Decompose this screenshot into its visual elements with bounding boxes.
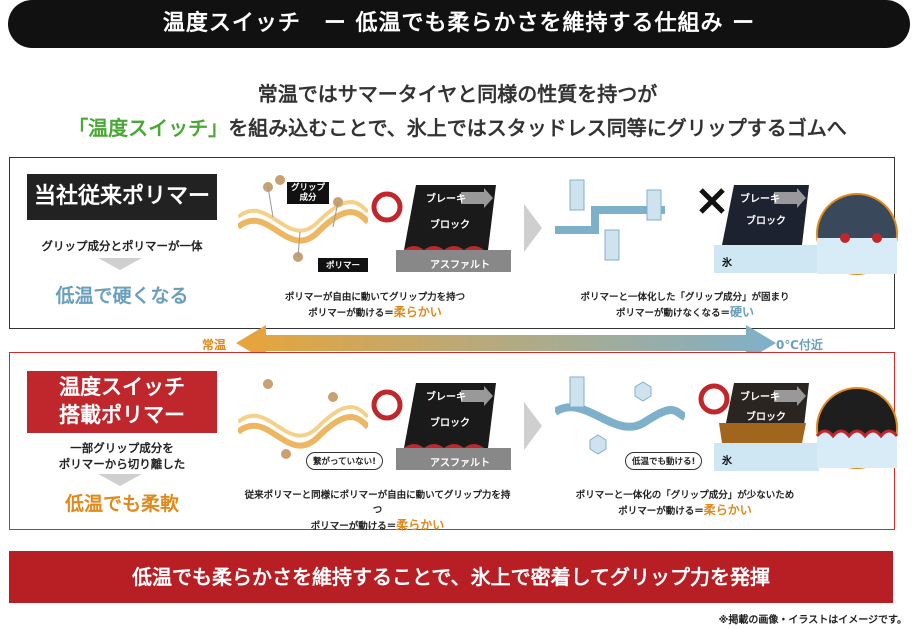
good-circle-icon [371,191,403,223]
top-right-caption-line1: ポリマーと一体化した「グリップ成分」が固まり [580,292,790,303]
conventional-desc: グリップ成分とポリマーが一体 [41,239,203,253]
ice-label-top: 氷 [722,258,732,269]
top-left-caption-em: 柔らかい [393,305,442,319]
conclusion-banner: 低温でも柔らかさを維持することで、氷上で密着してグリップ力を発揮 [9,551,893,603]
bottom-right-caption-line1: ポリマーと一体化の「グリップ成分」が少ないため [575,490,795,501]
headline-line1: 常温ではサマータイヤと同様の性質を持つが [257,82,658,106]
top-right-caption: ポリマーと一体化した「グリップ成分」が固まり ポリマーが動けなくなる＝硬い [565,290,805,321]
bottom-right-caption-em: 柔らかい [703,503,752,517]
page-title: 温度スイッチ ー 低温でも柔らかさを維持する仕組み ー [8,0,910,48]
switch-label-line1: 温度スイッチ [59,375,185,399]
chevron-right-icon [524,402,542,450]
block-label-top-left: ブロック [430,220,470,231]
polymer-grip-illustration-bottom [238,379,368,459]
switch-result: 低温でも柔軟 [64,493,179,515]
good-circle-icon [698,383,730,415]
tire-block-ice-top [714,185,819,273]
block-label-bottom-left: ブロック [430,418,470,429]
polymer-grip-illustration-top [238,175,368,262]
conventional-polymer-label: 当社従来ポリマー [27,174,217,220]
asphalt-label-bottom: アスファルト [430,458,490,469]
switch-desc-line2: ポリマーから切り離した [58,457,186,471]
zoom-ice-contact-bottom [815,387,899,469]
bad-cross-icon [699,188,725,214]
conventional-result: 低温で硬くなる [55,285,189,307]
tire-block-ice-bottom [714,383,819,471]
image-disclaimer: ※掲載の画像・イラストはイメージです。 [718,615,907,626]
down-arrow-icon [98,258,142,270]
good-circle-icon [371,389,403,421]
can-move-bubble: 低温でも動ける! [625,452,703,470]
switch-label-line2: 搭載ポリマー [59,403,185,427]
headline-line2: 「温度スイッチ」を組み込むことで、氷上ではスタッドレス同等にグリップするゴムへ [0,112,915,141]
block-label-top-right: ブロック [746,216,786,227]
block-label-bottom-right: ブロック [746,412,786,423]
brake-label-bottom-left: ブレーキ [426,392,466,403]
not-connected-bubble: 繋がっていない! [306,452,383,470]
zoom-ice-contact-top [816,193,898,275]
polymer-tag: ポリマー [318,258,368,272]
tire-block-asphalt-top [396,185,511,272]
top-left-caption: ポリマーが自由に動いてグリップ力を持つ ポリマーが動ける＝柔らかい [255,290,495,321]
headline-highlight: 「温度スイッチ」 [68,116,229,140]
brake-label-top-left: ブレーキ [426,194,466,205]
top-left-caption-line2: ポリマーが動ける＝ [308,308,394,319]
tire-block-asphalt-bottom [396,383,511,470]
arrow-label-near-zero: 0℃付近 [776,338,823,352]
temperature-switch-polymer-label: 温度スイッチ 搭載ポリマー [27,371,217,433]
bottom-left-caption: 従来ポリマーと同様にポリマーが自由に動いてグリップ力を持つ ポリマーが動ける＝柔… [240,488,515,534]
down-arrow-icon [98,474,142,486]
ice-label-bottom: 氷 [722,456,732,467]
rigid-polymer-illustration [555,179,665,261]
grip-tag: グリップ 成分 [287,182,329,204]
switch-desc: 一部グリップ成分を ポリマーから切り離した [22,440,222,472]
headline-rest: を組み込むことで、氷上ではスタッドレス同等にグリップするゴムへ [228,116,847,140]
bottom-right-caption-line2: ポリマーが動ける＝ [618,506,704,517]
bottom-right-caption: ポリマーと一体化の「グリップ成分」が少ないため ポリマーが動ける＝柔らかい [565,488,805,519]
temperature-arrow [236,325,776,361]
top-right-caption-line2: ポリマーが動けなくなる＝ [615,308,730,319]
chevron-right-icon [524,204,542,252]
bottom-left-caption-em: 柔らかい [396,518,445,532]
flexible-polymer-illustration [555,376,685,455]
bottom-left-caption-line2: ポリマーが動ける＝ [310,521,397,532]
arrow-label-normal-temp: 常温 [202,338,227,352]
brake-label-bottom-right: ブレーキ [740,392,780,403]
top-right-caption-em: 硬い [730,305,755,319]
top-left-caption-line1: ポリマーが自由に動いてグリップ力を持つ [284,292,466,303]
bottom-left-caption-line1: 従来ポリマーと同様にポリマーが自由に動いてグリップ力を持つ [244,490,511,516]
brake-label-top-right: ブレーキ [740,194,780,205]
asphalt-label-top: アスファルト [430,260,490,271]
switch-desc-line1: 一部グリップ成分を [70,441,174,455]
